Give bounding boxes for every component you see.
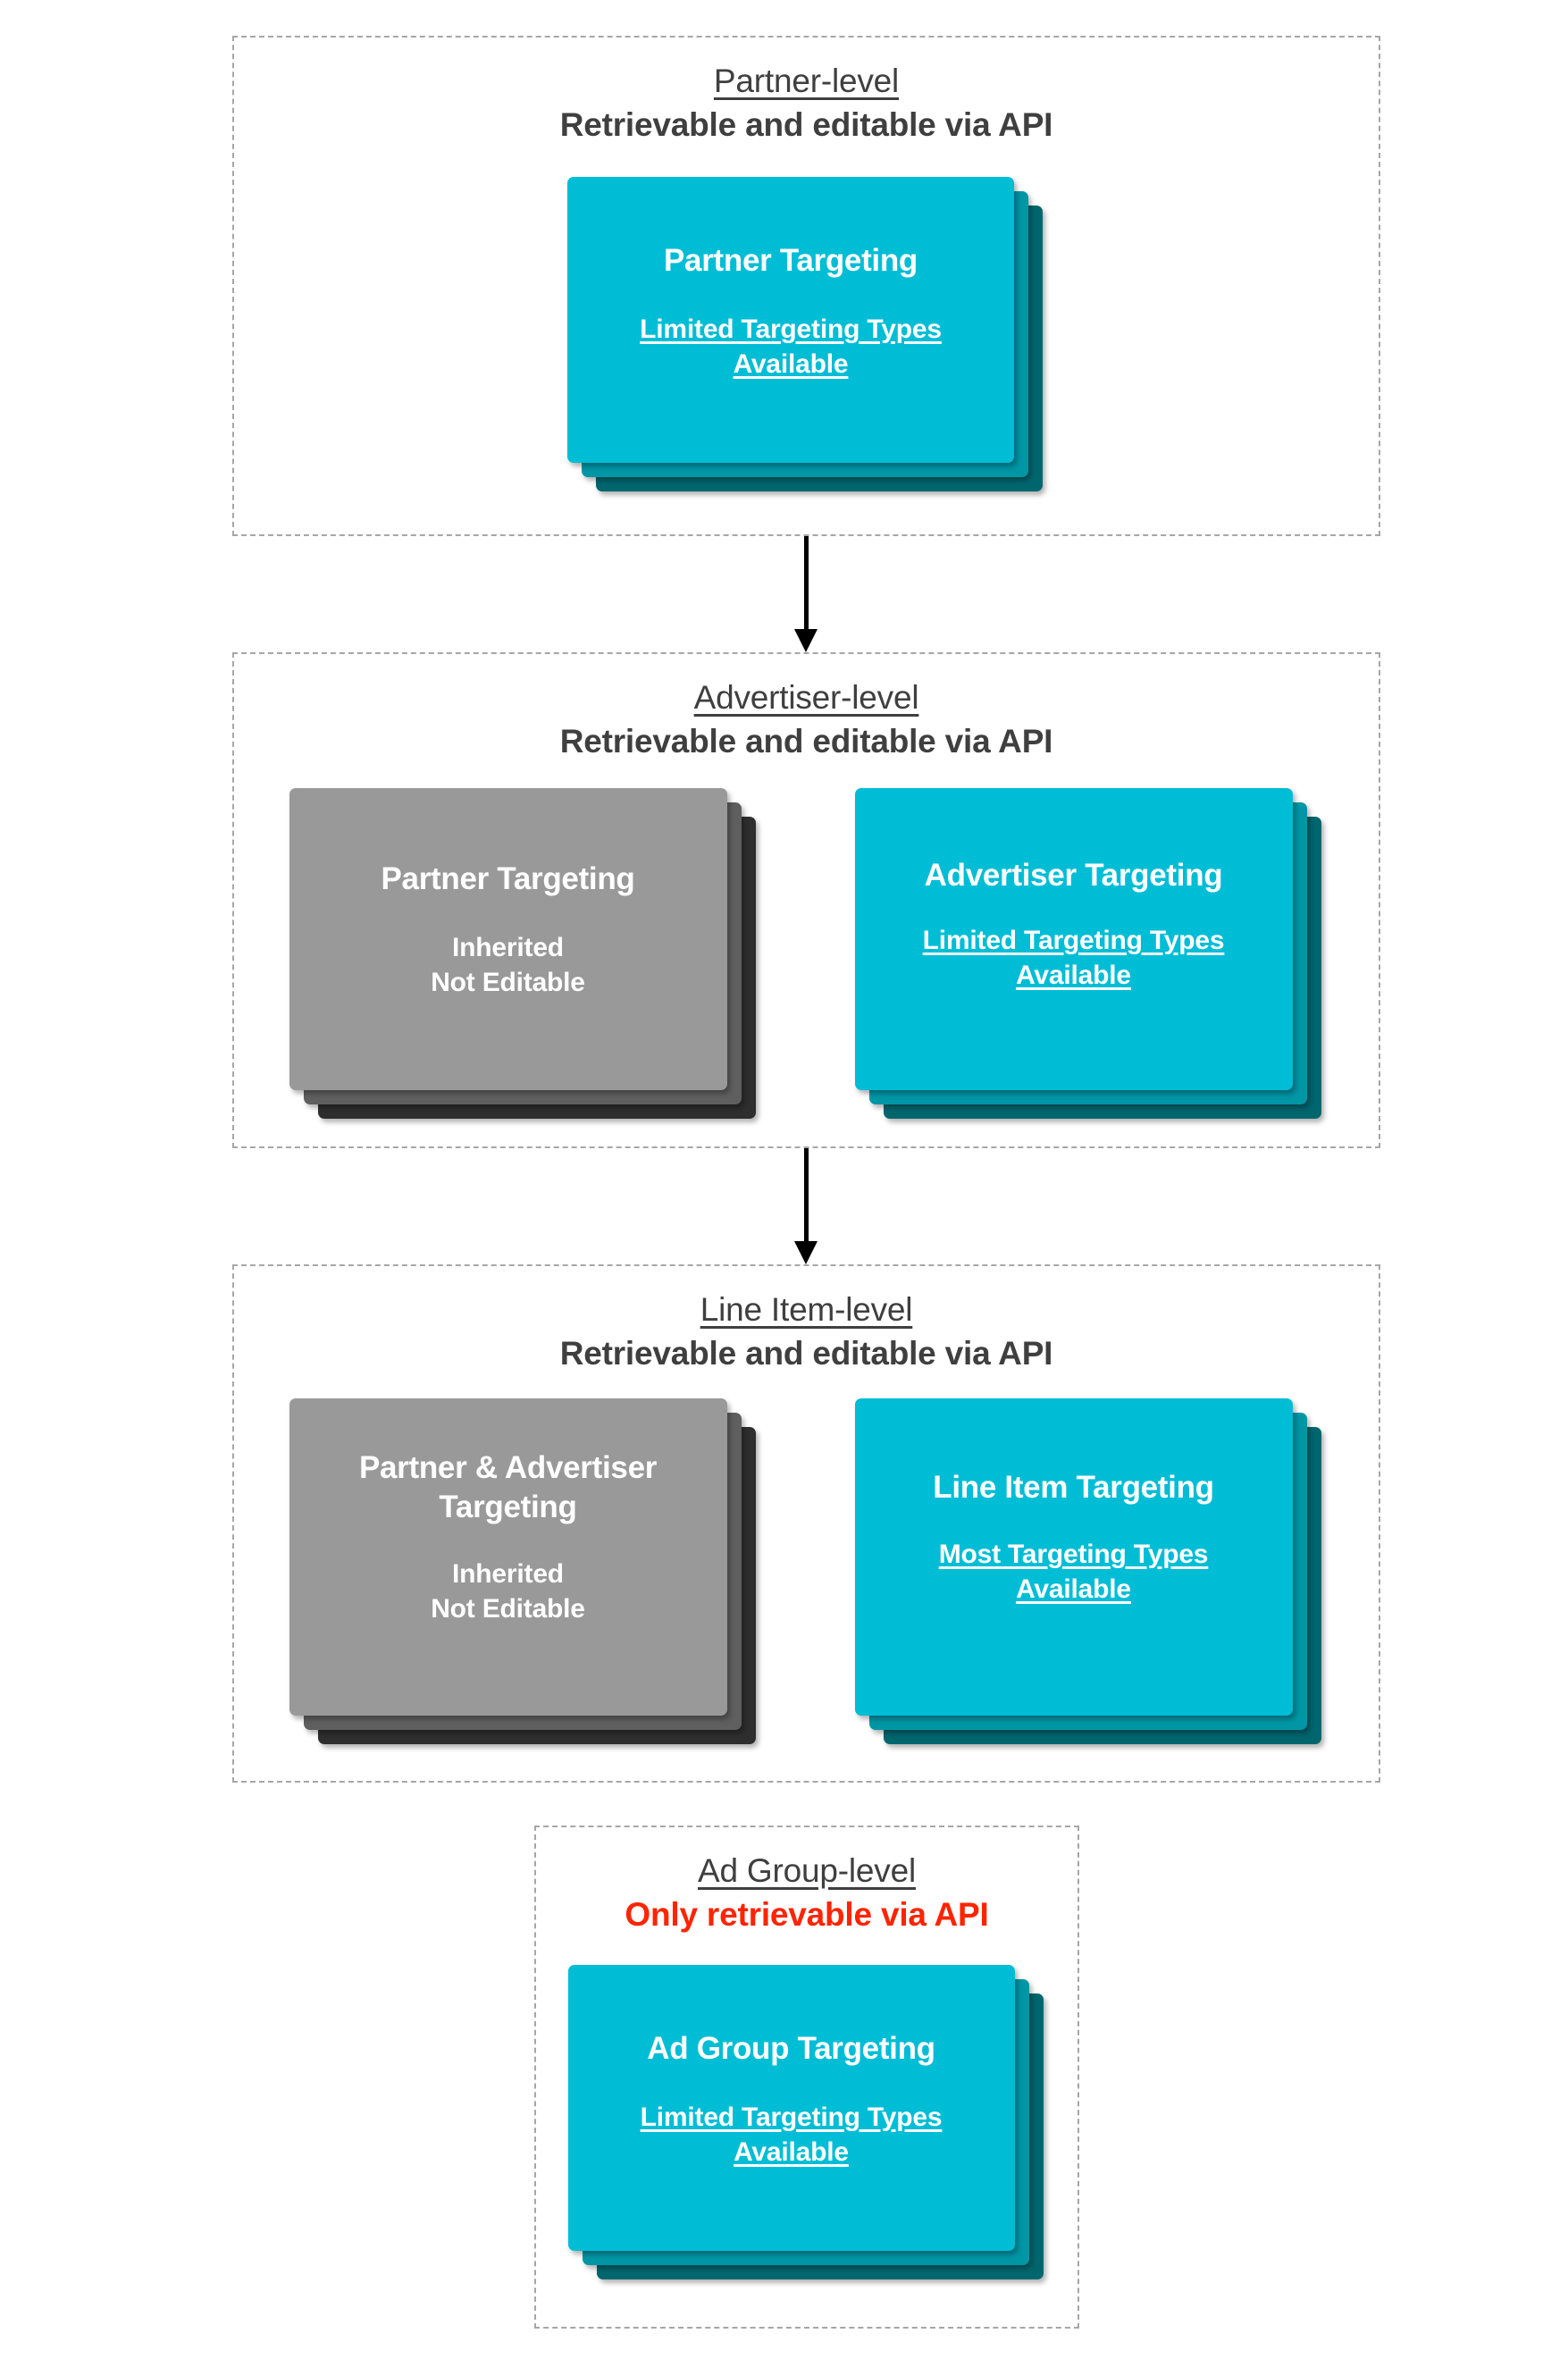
- card-subtitle-line-2: Available: [1016, 960, 1131, 990]
- card-title: Partner & Advertiser Targeting: [358, 1450, 658, 1525]
- level-header-ad-group: Ad Group-level Only retrievable via API: [536, 1827, 1077, 1935]
- level-section-ad-group: Ad Group-level Only retrievable via API …: [534, 1826, 1079, 2329]
- level-title-advertiser: Advertiser-level: [693, 679, 919, 716]
- arrow-head: [794, 1241, 818, 1264]
- level-subtitle-advertiser: Retrievable and editable via API: [559, 723, 1053, 760]
- card-stack-partner-advertiser-targeting: Partner & Advertiser Targeting Inherited…: [289, 1398, 759, 1747]
- card-stack-ad-group-targeting: Ad Group Targeting Limited Targeting Typ…: [567, 1965, 1046, 2280]
- card-line-item-targeting[interactable]: Line Item Targeting Most Targeting Types…: [854, 1398, 1293, 1716]
- card-subtitle-line-2: Not Editable: [431, 967, 585, 997]
- card-subtitle-line-1: Inherited: [452, 1559, 564, 1590]
- card-partner-targeting[interactable]: Partner Targeting Limited Targeting Type…: [567, 177, 1014, 464]
- card-partner-advertiser-targeting[interactable]: Partner & Advertiser Targeting Inherited…: [289, 1398, 727, 1716]
- level-section-line-item: Line Item-level Retrievable and editable…: [232, 1264, 1380, 1783]
- level-title-partner: Partner-level: [713, 63, 900, 99]
- level-header-advertiser: Advertiser-level Retrievable and editabl…: [234, 654, 1379, 761]
- card-subtitle-line-2: Available: [733, 348, 849, 379]
- card-subtitle-line-1: Most Targeting Types: [938, 1540, 1209, 1570]
- card-advertiser-targeting[interactable]: Advertiser Targeting Limited Targeting T…: [854, 788, 1293, 1091]
- card-subtitle-line-2: Not Editable: [431, 1593, 585, 1624]
- card-title: Partner Targeting: [663, 243, 918, 279]
- level-header-partner: Partner-level Retrievable and editable v…: [234, 38, 1379, 145]
- arrow-shaft: [804, 1148, 809, 1243]
- card-row-partner: Partner Targeting Limited Targeting Type…: [234, 177, 1379, 492]
- card-stack-line-item-targeting: Line Item Targeting Most Targeting Types…: [854, 1398, 1324, 1747]
- card-subtitle-line-1: Limited Targeting Types: [640, 2103, 943, 2133]
- level-section-partner: Partner-level Retrievable and editable v…: [232, 36, 1380, 536]
- card-title: Advertiser Targeting: [924, 858, 1223, 894]
- card-subtitle-line-1: Inherited: [452, 933, 564, 963]
- level-subtitle-line-item: Retrievable and editable via API: [559, 1335, 1053, 1372]
- arrow-partner-to-advertiser: [794, 536, 818, 652]
- arrow-head: [794, 629, 818, 652]
- card-subtitle-line-1: Limited Targeting Types: [640, 315, 942, 345]
- card-ad-group-targeting[interactable]: Ad Group Targeting Limited Targeting Typ…: [567, 1965, 1015, 2252]
- card-stack-partner-targeting: Partner Targeting Limited Targeting Type…: [567, 177, 1045, 492]
- level-title-ad-group: Ad Group-level: [698, 1852, 916, 1889]
- arrow-shaft: [804, 536, 809, 631]
- card-stack-advertiser-targeting: Advertiser Targeting Limited Targeting T…: [854, 788, 1324, 1120]
- level-section-advertiser: Advertiser-level Retrievable and editabl…: [232, 652, 1380, 1148]
- card-row-ad-group: Ad Group Targeting Limited Targeting Typ…: [536, 1965, 1077, 2280]
- card-subtitle-line-2: Available: [734, 2136, 849, 2167]
- level-header-line-item: Line Item-level Retrievable and editable…: [234, 1266, 1379, 1373]
- level-subtitle-partner: Retrievable and editable via API: [559, 106, 1053, 144]
- level-title-line-item: Line Item-level: [700, 1291, 913, 1328]
- card-partner-targeting-inherited[interactable]: Partner Targeting Inherited Not Editable: [289, 788, 727, 1091]
- card-row-advertiser: Partner Targeting Inherited Not Editable…: [234, 788, 1379, 1120]
- card-title: Ad Group Targeting: [647, 2031, 935, 2067]
- card-title: Line Item Targeting: [933, 1470, 1214, 1506]
- level-subtitle-ad-group: Only retrievable via API: [625, 1896, 989, 1934]
- arrow-advertiser-to-line-item: [794, 1148, 818, 1264]
- card-stack-partner-targeting-inherited: Partner Targeting Inherited Not Editable: [289, 788, 759, 1120]
- card-title: Partner Targeting: [381, 861, 635, 897]
- card-subtitle-line-1: Limited Targeting Types: [922, 926, 1225, 956]
- card-row-line-item: Partner & Advertiser Targeting Inherited…: [234, 1398, 1379, 1747]
- card-subtitle-line-2: Available: [1016, 1574, 1131, 1604]
